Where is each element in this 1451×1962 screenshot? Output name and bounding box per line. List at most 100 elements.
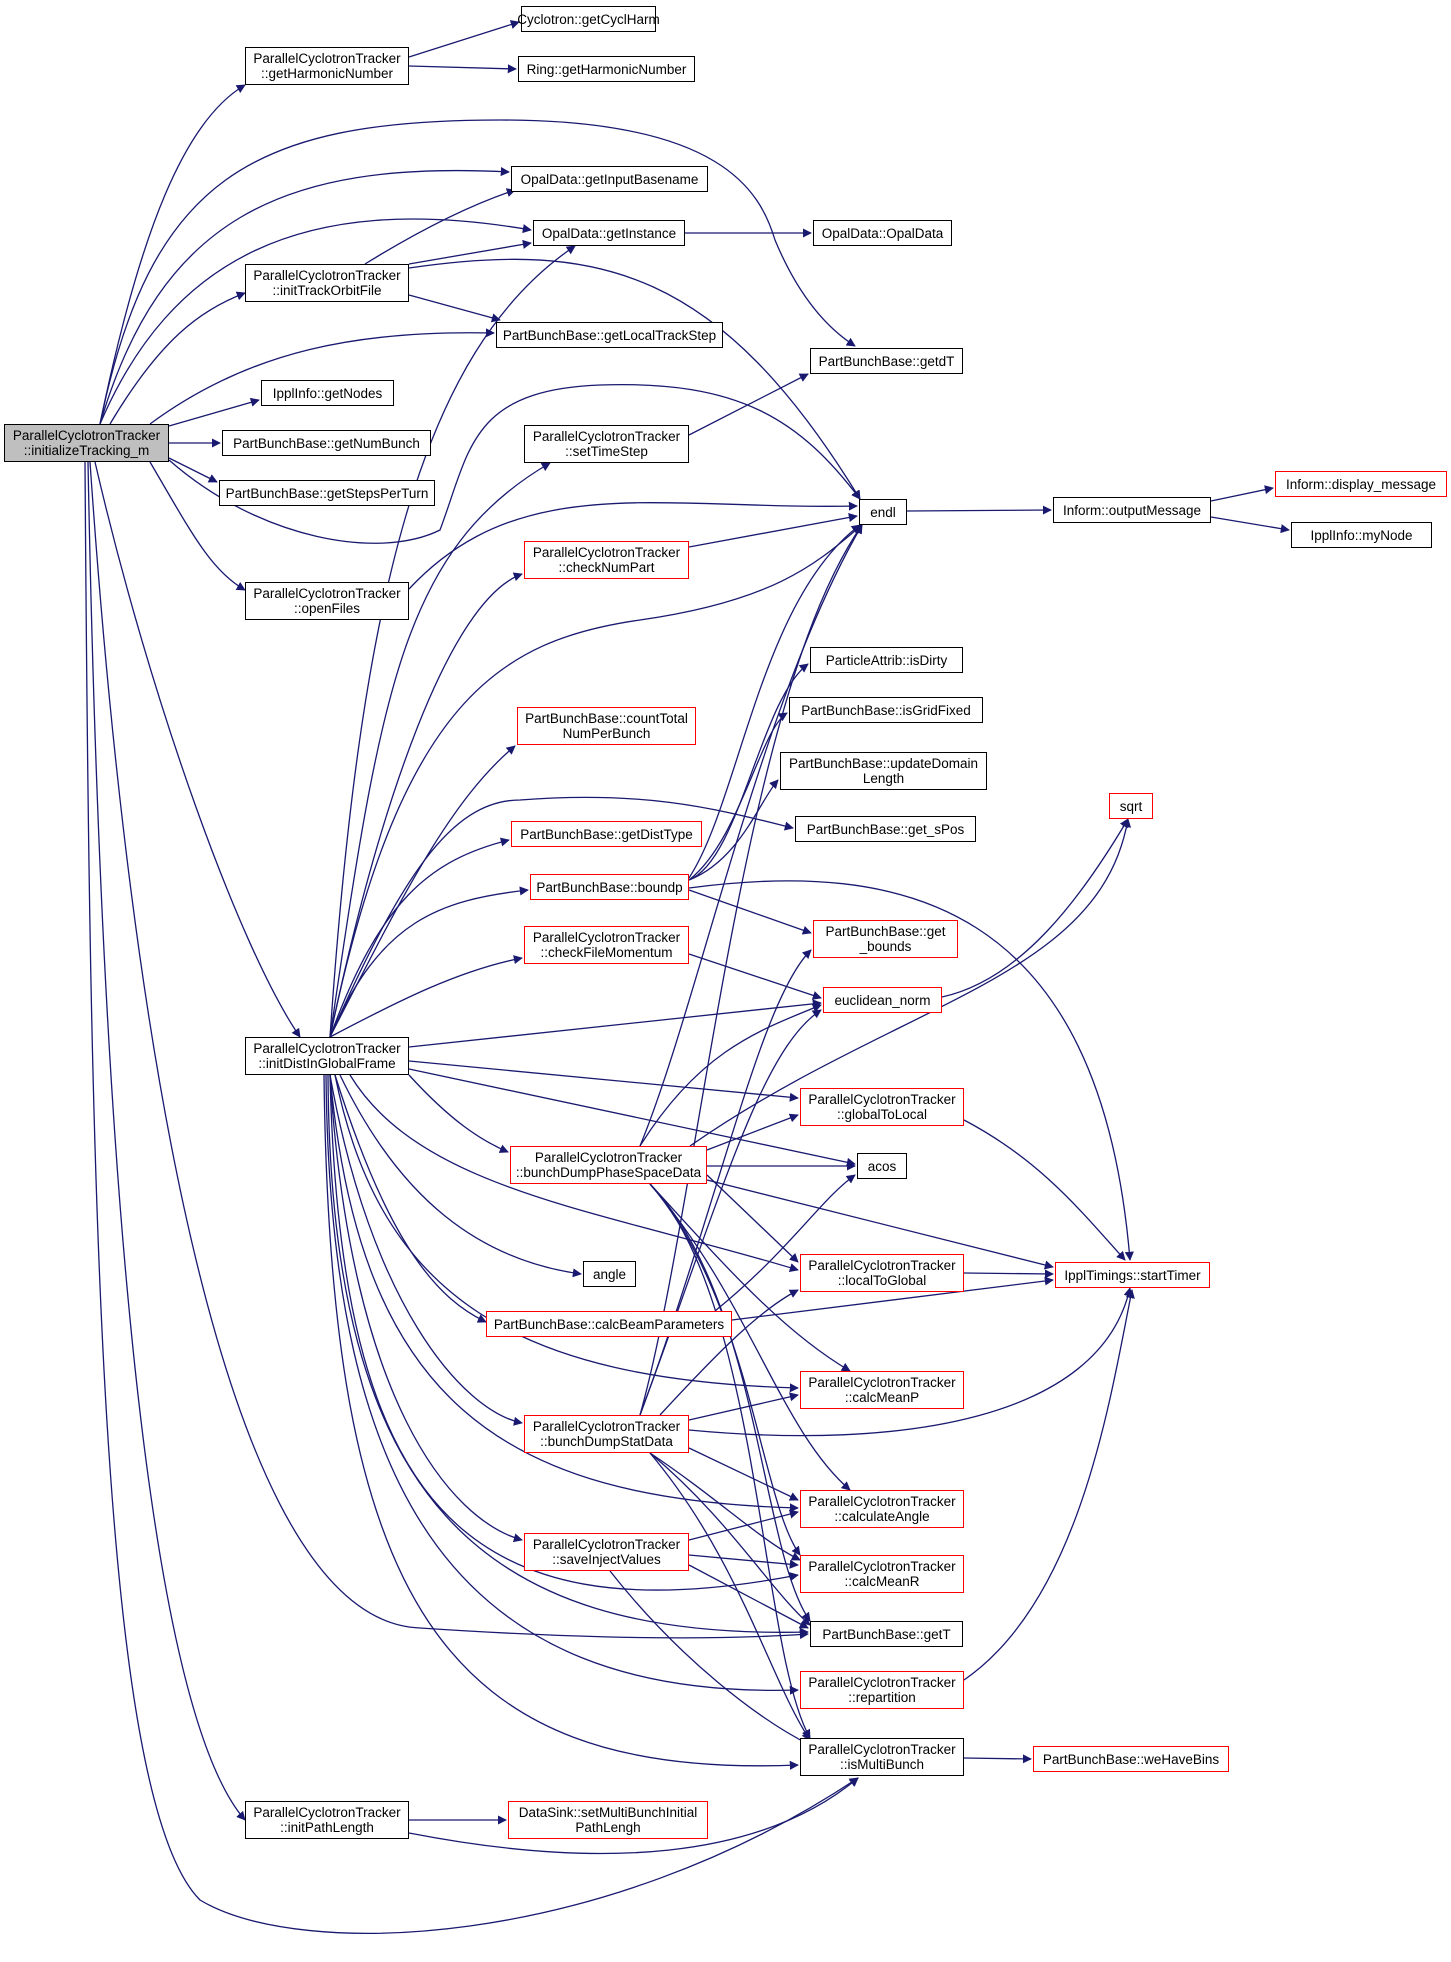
- node-save-inject[interactable]: ParallelCyclotronTracker::saveInjectValu…: [524, 1533, 689, 1571]
- node-display-message[interactable]: Inform::display_message: [1275, 471, 1447, 497]
- node-bunch-dump-stat[interactable]: ParallelCyclotronTracker::bunchDumpStatD…: [524, 1415, 689, 1453]
- node-global-to-local[interactable]: ParallelCyclotronTracker::globalToLocal: [800, 1088, 964, 1126]
- edge-initTracking-to-initPathLength: [87, 461, 246, 1821]
- edge-boundp-to-getBounds: [688, 889, 812, 935]
- node-get-t[interactable]: PartBunchBase::getT: [810, 1621, 963, 1647]
- node-get-s-pos[interactable]: PartBunchBase::get_sPos: [795, 816, 976, 842]
- edge-checkNumPart-to-endl: [688, 513, 858, 548]
- node-label-line: Length: [862, 771, 905, 786]
- edge-calcBeamParameters-to-acos: [714, 1174, 856, 1312]
- node-calculate-angle[interactable]: ParallelCyclotronTracker::calculateAngle: [800, 1490, 964, 1528]
- node-get-cycl-harm[interactable]: Cyclotron::getCyclHarm: [517, 6, 660, 32]
- node-label-line: PartBunchBase::getdT: [818, 353, 955, 369]
- node-calc-mean-r[interactable]: ParallelCyclotronTracker::calcMeanR: [800, 1555, 964, 1593]
- node-get-dist-type[interactable]: PartBunchBase::getDistType: [511, 821, 702, 847]
- node-init-tracking[interactable]: ParallelCyclotronTracker::initializeTrac…: [4, 424, 169, 462]
- node-label-line: OpalData::getInputBasename: [520, 171, 699, 187]
- node-label-line: ParallelCyclotronTracker: [253, 51, 401, 66]
- node-get-bounds[interactable]: PartBunchBase::get_bounds: [813, 920, 958, 958]
- node-getd-t[interactable]: PartBunchBase::getdT: [810, 348, 963, 374]
- node-label-line: ::initDistInGlobalFrame: [258, 1056, 396, 1071]
- node-angle[interactable]: angle: [583, 1261, 636, 1287]
- edge-bunchDumpPhase-to-sqrt: [689, 818, 1132, 1147]
- node-label-line: ::checkFileMomentum: [540, 945, 673, 960]
- edge-initTracking-to-endl: [168, 383, 861, 544]
- node-set-time-step[interactable]: ParallelCyclotronTracker::setTimeStep: [524, 425, 689, 463]
- node-get-harmonic-number[interactable]: ParallelCyclotronTracker::getHarmonicNum…: [245, 47, 409, 85]
- node-get-num-bunch[interactable]: PartBunchBase::getNumBunch: [222, 430, 431, 456]
- node-opal-data-ctor[interactable]: OpalData::OpalData: [813, 220, 952, 246]
- node-output-message[interactable]: Inform::outputMessage: [1053, 497, 1211, 523]
- node-label-line: PartBunchBase::getT: [822, 1626, 951, 1642]
- node-get-nodes[interactable]: IpplInfo::getNodes: [261, 380, 394, 406]
- node-my-node[interactable]: IpplInfo::myNode: [1291, 522, 1432, 548]
- node-label-line: IpplInfo::getNodes: [272, 385, 383, 401]
- node-acos[interactable]: acos: [857, 1153, 907, 1179]
- edge-initDist-to-calculateAngle: [329, 1074, 799, 1513]
- node-label-line: ::calcMeanP: [844, 1390, 920, 1405]
- node-label-line: PartBunchBase::getDistType: [520, 826, 693, 842]
- node-label-line: PartBunchBase::boundp: [536, 879, 683, 895]
- node-we-have-bins[interactable]: PartBunchBase::weHaveBins: [1033, 1746, 1229, 1772]
- node-euclidean-norm[interactable]: euclidean_norm: [823, 987, 942, 1013]
- node-repartition[interactable]: ParallelCyclotronTracker::repartition: [800, 1671, 964, 1709]
- edge-initTracking-to-getStepsPerTurn: [168, 457, 218, 483]
- edge-openFiles-to-endl: [408, 501, 858, 590]
- node-boundp[interactable]: PartBunchBase::boundp: [530, 874, 689, 900]
- edge-boundp-to-startTimer: [688, 880, 1134, 1261]
- node-label-line: ::calculateAngle: [834, 1509, 930, 1524]
- edge-bunchDumpPhase-to-euclideanNorm: [639, 1003, 822, 1147]
- node-label-line: ::openFiles: [293, 601, 361, 616]
- node-check-num-part[interactable]: ParallelCyclotronTracker::checkNumPart: [524, 541, 689, 579]
- node-open-files[interactable]: ParallelCyclotronTracker::openFiles: [245, 582, 409, 620]
- edge-initDist-to-countTotal: [329, 745, 516, 1038]
- node-label-line: IpplTimings::startTimer: [1064, 1267, 1201, 1283]
- node-sqrt[interactable]: sqrt: [1109, 793, 1153, 819]
- edge-initTracking-to-isMultiBunch: [84, 461, 859, 1934]
- node-is-dirty[interactable]: ParticleAttrib::isDirty: [810, 647, 963, 673]
- node-label-line: NumPerBunch: [562, 726, 651, 741]
- edge-initPathLength-to-isMultiBunch: [408, 1777, 859, 1855]
- edge-boundp-to-endl: [688, 524, 861, 879]
- node-ring-harm[interactable]: Ring::getHarmonicNumber: [518, 56, 695, 82]
- node-check-file-momentum[interactable]: ParallelCyclotronTracker::checkFileMomen…: [524, 926, 689, 964]
- node-get-local-track-step[interactable]: PartBunchBase::getLocalTrackStep: [496, 322, 723, 348]
- edge-initDist-to-setTimeStep: [329, 462, 551, 1038]
- edge-boundp-to-isDirty: [688, 663, 809, 881]
- node-local-to-global[interactable]: ParallelCyclotronTracker::localToGlobal: [800, 1254, 964, 1292]
- node-get-steps-per-turn[interactable]: PartBunchBase::getStepsPerTurn: [219, 480, 435, 506]
- edge-bunchDumpPhase-to-calcMeanR: [649, 1183, 801, 1556]
- node-label-line: ParallelCyclotronTracker: [808, 1494, 956, 1509]
- node-get-instance[interactable]: OpalData::getInstance: [533, 220, 685, 246]
- node-label-line: ParallelCyclotronTracker: [532, 1419, 681, 1434]
- node-label-line: ::bunchDumpStatData: [540, 1434, 673, 1449]
- node-label-line: PartBunchBase::isGridFixed: [801, 702, 971, 718]
- node-label-line: ::saveInjectValues: [552, 1552, 661, 1567]
- node-label-line: OpalData::OpalData: [821, 225, 944, 241]
- node-init-track-orbit-file[interactable]: ParallelCyclotronTracker::initTrackOrbit…: [245, 264, 409, 302]
- node-bunch-dump-phase[interactable]: ParallelCyclotronTracker::bunchDumpPhase…: [510, 1146, 707, 1184]
- edge-isMultiBunch-to-weHaveBins: [963, 1754, 1032, 1764]
- edge-initDist-to-bunchDumpPhase: [408, 1074, 509, 1153]
- node-init-dist[interactable]: ParallelCyclotronTracker::initDistInGlob…: [245, 1037, 409, 1075]
- edge-bunchDumpStat-to-calcMeanR: [649, 1452, 801, 1561]
- edge-boundp-to-isGridFixed: [688, 712, 788, 881]
- node-label-line: ::initPathLength: [280, 1820, 374, 1835]
- node-is-grid-fixed[interactable]: PartBunchBase::isGridFixed: [789, 697, 983, 723]
- node-init-path-length[interactable]: ParallelCyclotronTracker::initPathLength: [245, 1801, 409, 1839]
- node-label-line: ParticleAttrib::isDirty: [825, 652, 948, 668]
- edge-initDist-to-boundp: [329, 886, 529, 1038]
- node-endl[interactable]: endl: [859, 499, 907, 525]
- node-label-line: ::initializeTracking_m: [23, 443, 150, 458]
- node-label-line: PartBunchBase::get_sPos: [806, 821, 965, 837]
- node-get-input-basename[interactable]: OpalData::getInputBasename: [511, 166, 708, 192]
- node-start-timer[interactable]: IpplTimings::startTimer: [1055, 1262, 1210, 1288]
- node-label-line: ParallelCyclotronTracker: [808, 1675, 956, 1690]
- node-is-multi-bunch[interactable]: ParallelCyclotronTracker::isMultiBunch: [800, 1738, 964, 1776]
- node-calc-mean-p[interactable]: ParallelCyclotronTracker::calcMeanP: [800, 1371, 964, 1409]
- edge-initTracking-to-initDist: [94, 461, 301, 1038]
- node-calc-beam-parameters[interactable]: PartBunchBase::calcBeamParameters: [486, 1311, 732, 1337]
